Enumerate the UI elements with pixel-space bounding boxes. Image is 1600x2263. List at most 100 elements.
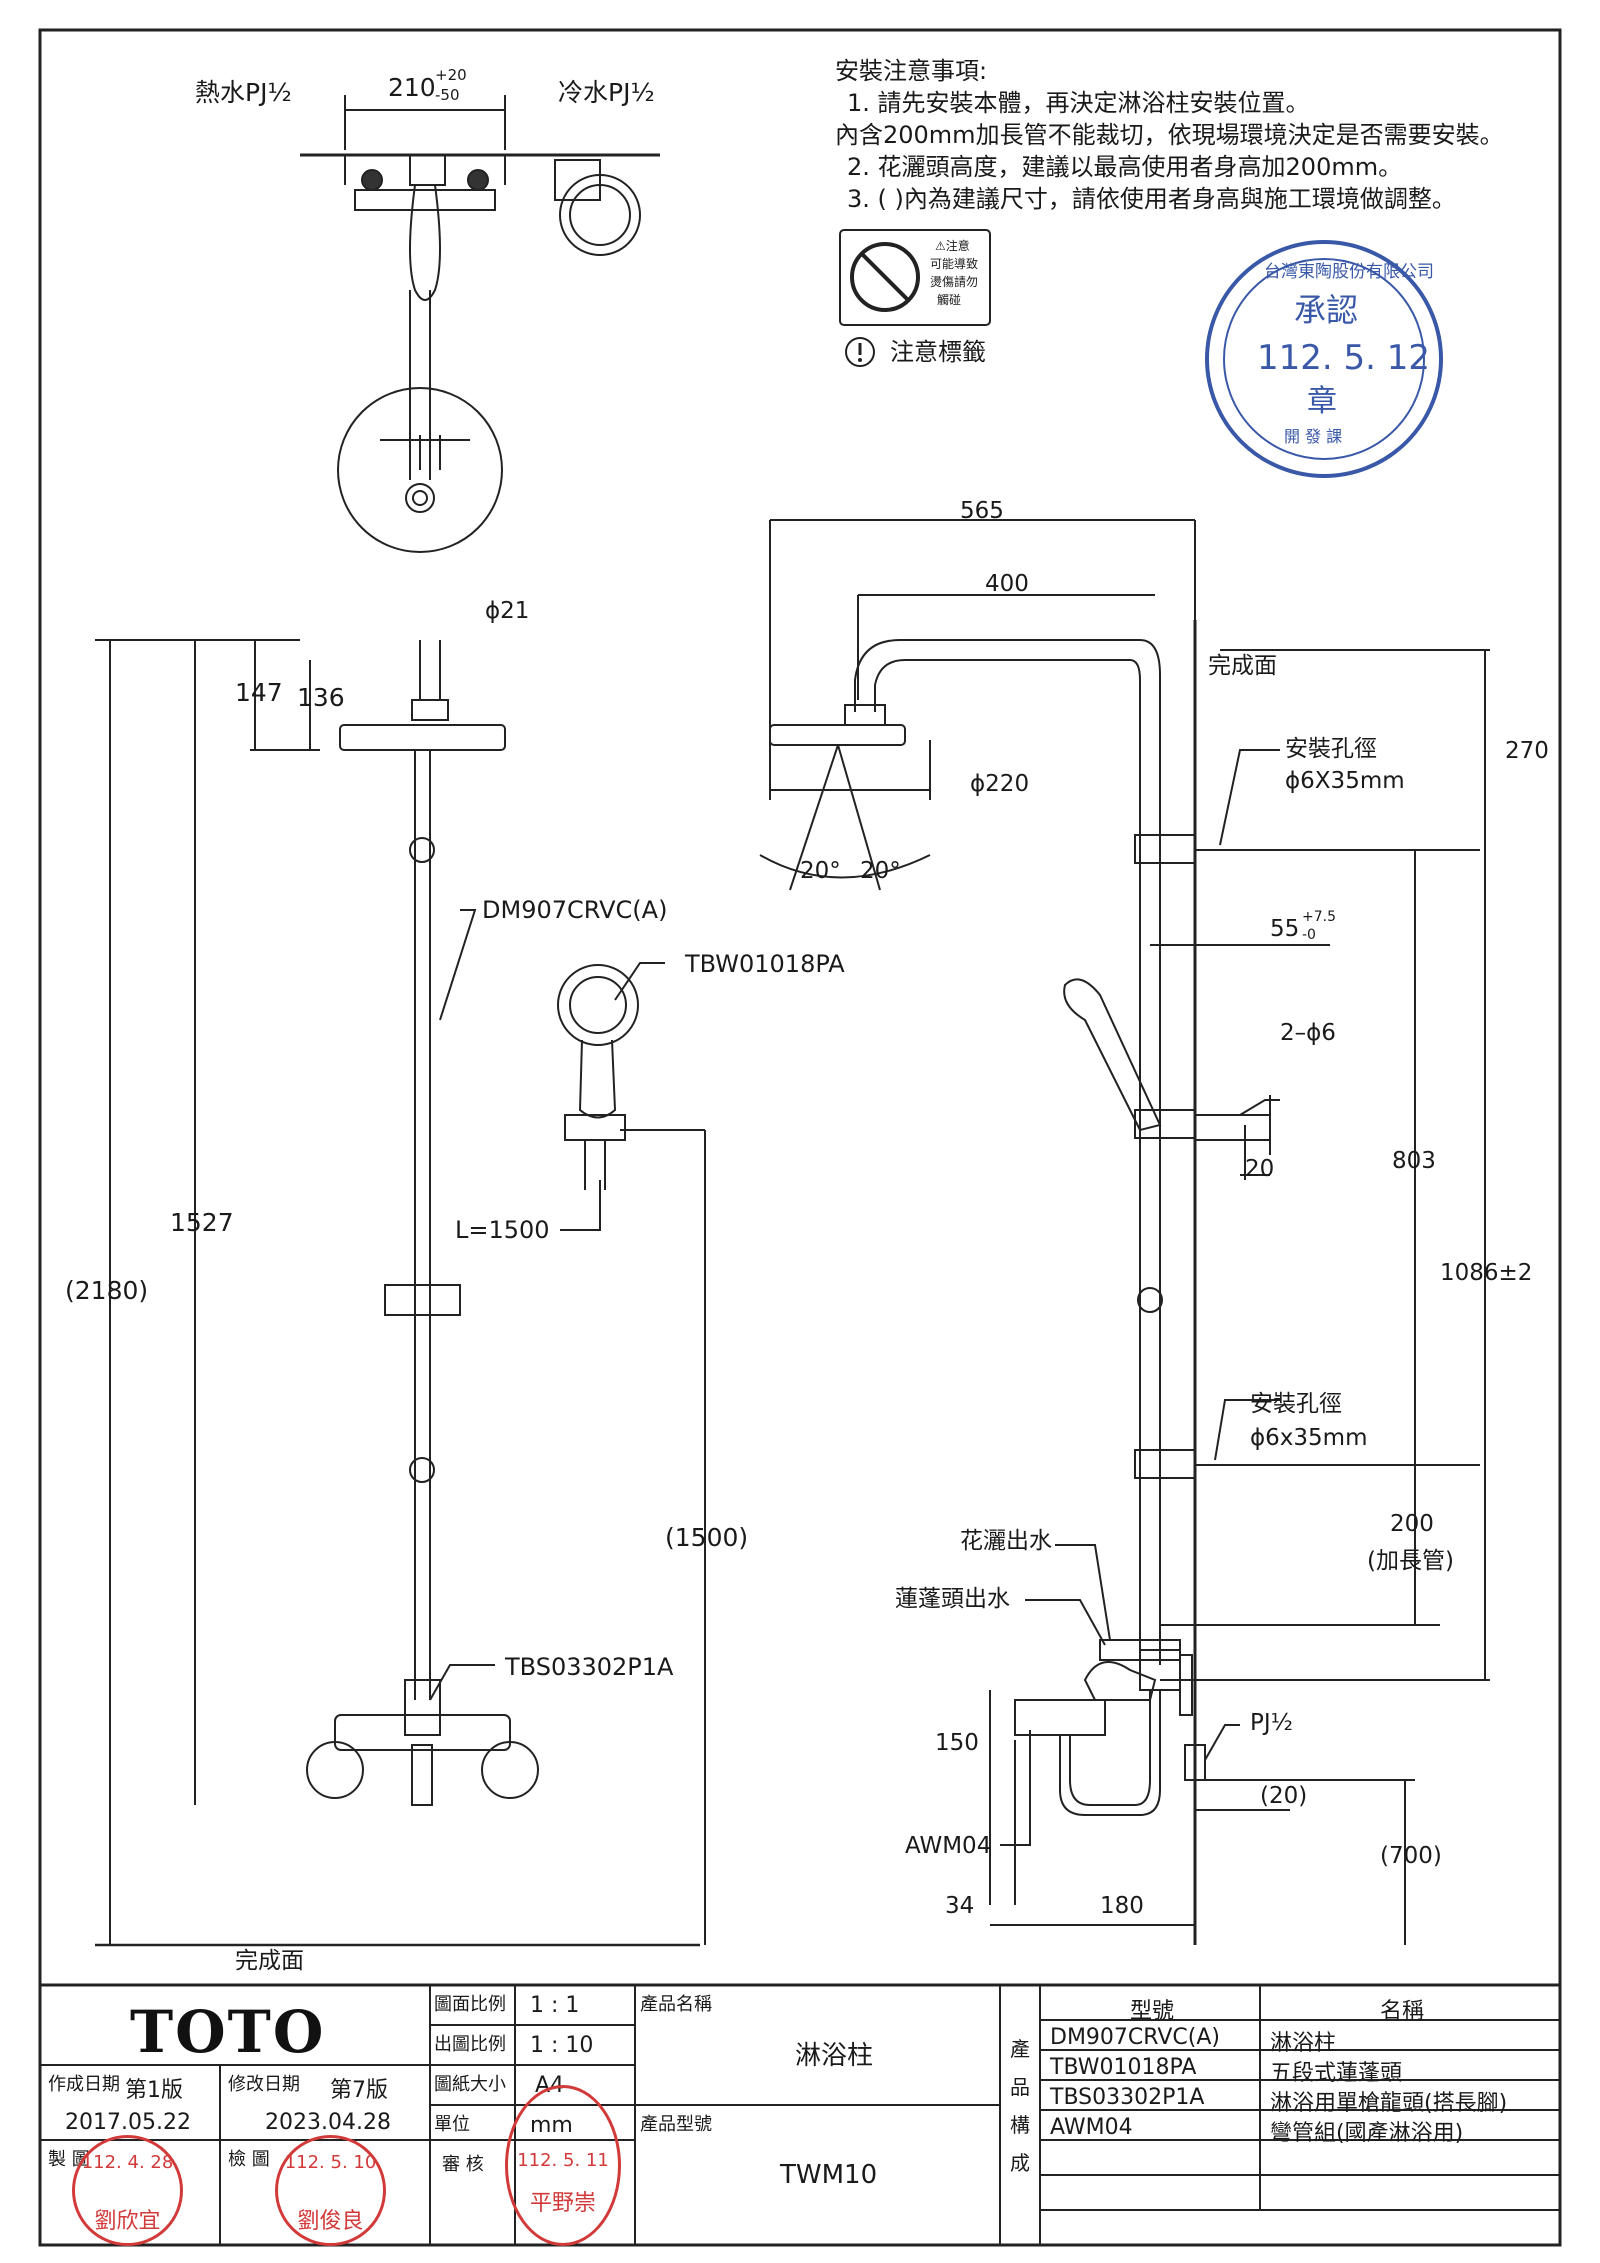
dim-55: 55	[1270, 916, 1300, 942]
review-label: 審 核	[442, 2154, 484, 2175]
spacing-tol-minus: -50	[435, 86, 460, 104]
note-3: 3. ( )內為建議尺寸，請依使用者身高與施工環境做調整。	[847, 185, 1456, 213]
dim-136: 136	[297, 683, 345, 712]
model-column: DM907CRVC(A)	[482, 896, 668, 924]
review-stamp: 112. 5. 11 平野崇	[505, 2085, 621, 2246]
dim-1527: 1527	[170, 1208, 234, 1237]
dim-55-minus: -0	[1302, 927, 1316, 943]
review-stamp-name: 平野崇	[529, 2191, 596, 2216]
awm-label: AWM04	[905, 1833, 992, 1859]
col-model: 型號	[1130, 1999, 1175, 2024]
warning-line3: 燙傷請勿	[930, 275, 979, 289]
hand-outlet: 蓮蓬頭出水	[895, 1586, 1010, 1612]
toto-logo: TOTO	[130, 1998, 326, 2066]
notes-heading: 安裝注意事項:	[835, 57, 988, 85]
dim-565: 565	[960, 498, 1004, 524]
warning-caption: 注意標籤	[890, 338, 986, 366]
stamp-seal: 章	[1307, 384, 1337, 419]
scale-label: 圖面比例	[434, 1994, 506, 2015]
dim-400: 400	[985, 571, 1029, 597]
dim-2180: (2180)	[65, 1276, 149, 1305]
product-name-label: 產品名稱	[640, 1994, 712, 2015]
product-name: 淋浴柱	[795, 2041, 874, 2071]
part-1-name: 淋浴柱	[1270, 2031, 1337, 2056]
mount-hole-1: 安裝孔徑	[1285, 736, 1377, 762]
mount-hole-2-spec: ϕ6x35mm	[1250, 1425, 1368, 1451]
dim-1500: (1500)	[665, 1523, 749, 1552]
mount-hole-2: 安裝孔徑	[1250, 1391, 1342, 1417]
dim-150: 150	[935, 1730, 979, 1756]
pj-label: PJ½	[1250, 1710, 1293, 1736]
top-view-rainhead	[337, 387, 503, 553]
model-handheld: TBW01018PA	[685, 950, 845, 978]
finish-surface-side: 完成面	[1208, 653, 1277, 679]
warning-line2: 可能導致	[930, 257, 979, 271]
out-scale-value: 1 : 10	[530, 2033, 594, 2058]
note-2: 2. 花灑頭高度，建議以最高使用者身高加200mm。	[847, 153, 1403, 181]
head-dia: ϕ220	[970, 771, 1030, 797]
spacing-tol-plus: +20	[435, 66, 467, 84]
cold-water-label: 冷水PJ½	[558, 78, 655, 107]
warning-line4: 觸碰	[937, 293, 962, 307]
part-2-name: 五段式蓮蓬頭	[1270, 2061, 1403, 2086]
stamp-date: 112. 5. 12	[1257, 338, 1431, 378]
stamp-company: 台灣東陶股份有限公司	[1264, 262, 1434, 282]
draw-stamp-date: 112. 4. 28	[81, 2152, 174, 2173]
note-1: 1. 請先安裝本體，再決定淋浴柱安裝位置。	[847, 89, 1310, 117]
part-2-model: TBW01018PA	[1050, 2055, 1197, 2080]
draw-stamp: 112. 4. 28 劉欣宜	[72, 2135, 183, 2246]
create-version: 第1版	[125, 2078, 183, 2103]
dim-270: 270	[1505, 738, 1549, 764]
finish-surface-front: 完成面	[235, 1948, 304, 1974]
front-view-rainhead	[339, 724, 506, 751]
model-faucet: TBS03302P1A	[505, 1653, 674, 1681]
product-model-label: 產品型號	[640, 2114, 712, 2135]
dim-20b: (20)	[1260, 1783, 1308, 1809]
warning-line1: ⚠注意	[935, 239, 970, 253]
angle-right: 20°	[860, 858, 901, 884]
check-stamp-name: 劉俊良	[297, 2209, 364, 2234]
dim-180: 180	[1100, 1893, 1144, 1919]
dim-20: 20	[1245, 1156, 1275, 1182]
create-label: 作成日期	[48, 2074, 120, 2095]
part-4-model: AWM04	[1050, 2115, 1133, 2140]
angle-left: 20°	[800, 858, 841, 884]
stamp-dept: 開 發 課	[1284, 427, 1343, 446]
extension-label: (加長管)	[1367, 1548, 1454, 1574]
sheet-border	[38, 28, 1562, 2247]
hose-length: L=1500	[455, 1216, 550, 1244]
pipe-dia: ϕ21	[485, 598, 530, 624]
part-4-name: 彎管組(國產淋浴用)	[1270, 2121, 1464, 2146]
dim-200: 200	[1390, 1511, 1434, 1537]
installation-notes: 安裝注意事項: 1. 請先安裝本體，再決定淋浴柱安裝位置。 內含200mm加長管…	[835, 55, 1504, 215]
unit-label: 單位	[434, 2114, 470, 2135]
mount-hole-1-spec: ϕ6X35mm	[1285, 768, 1405, 794]
review-stamp-date: 112. 5. 11	[517, 2150, 609, 2171]
stamp-title: 承認	[1294, 291, 1359, 329]
col-name: 名稱	[1380, 1999, 1425, 2024]
dim-700: (700)	[1380, 1843, 1442, 1869]
dim-55-plus: +7.5	[1302, 909, 1336, 925]
dim-147: 147	[235, 678, 283, 707]
paper-label: 圖紙大小	[434, 2074, 506, 2095]
part-1-model: DM907CRVC(A)	[1050, 2025, 1220, 2050]
check-label: 檢 圖	[228, 2149, 270, 2170]
note-1b: 內含200mm加長管不能裁切，依現場環境決定是否需要安裝。	[835, 121, 1504, 149]
holes-2: 2–ϕ6	[1280, 1020, 1336, 1046]
mod-label: 修改日期	[228, 2074, 300, 2095]
part-3-name: 淋浴用單槍龍頭(搭長腳)	[1270, 2091, 1508, 2116]
scale-value: 1 : 1	[530, 1993, 580, 2018]
side-view-rainhead	[769, 724, 906, 746]
dim-34: 34	[945, 1893, 975, 1919]
approval-stamp: 台灣東陶股份有限公司 承認 112. 5. 12 章 開 發 課	[1205, 240, 1443, 478]
spacing-dim: 210	[388, 73, 436, 102]
draw-stamp-name: 劉欣宜	[94, 2209, 161, 2234]
check-stamp-date: 112. 5. 10	[284, 2152, 377, 2173]
mod-date: 2023.04.28	[265, 2110, 391, 2135]
hot-water-label: 熱水PJ½	[195, 78, 292, 107]
mod-version: 第7版	[330, 2078, 388, 2103]
composition-label: 產品構成	[1010, 2037, 1030, 2175]
out-scale-label: 出圖比例	[434, 2034, 506, 2055]
